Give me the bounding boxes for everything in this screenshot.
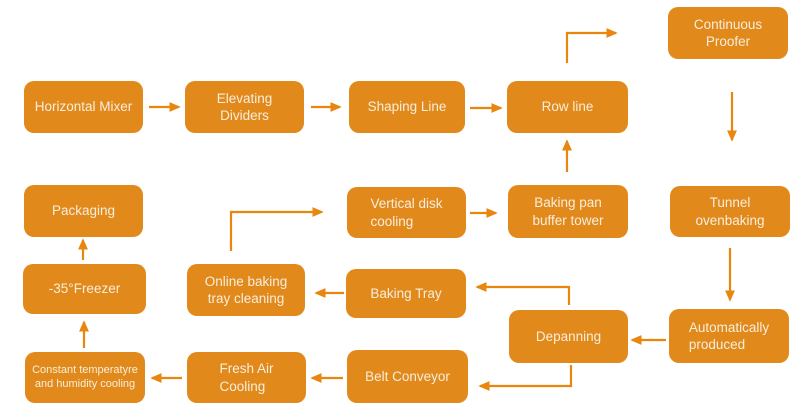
- arrow-online-baking-tray-cleaning-to-vertical-disk-cooling: [229, 206, 324, 251]
- flow-node-label: Packaging: [51, 203, 116, 219]
- flow-node-belt-conveyor: Belt Conveyor: [347, 350, 468, 403]
- flow-node-label: Belt Conveyor: [365, 368, 450, 384]
- flow-node-row-line: Row line: [507, 81, 628, 133]
- arrow-depanning-to-belt-conveyor: [478, 365, 573, 392]
- flow-node-label: Shaping Line: [367, 99, 447, 115]
- flow-node-shaping-line: Shaping Line: [349, 81, 465, 133]
- flow-node-depanning: Depanning: [509, 310, 628, 363]
- flow-node-label: Horizontal Mixer: [34, 99, 133, 115]
- flow-node-horizontal-mixer: Horizontal Mixer: [24, 81, 143, 133]
- arrow-depanning-to-baking-tray: [475, 281, 571, 305]
- flow-node-packaging: Packaging: [24, 185, 143, 237]
- flow-node-label: Row line: [541, 99, 594, 115]
- flow-node-minus-35-freezer: -35°Freezer: [23, 264, 146, 314]
- flow-node-elevating-dividers: Elevating Dividers: [185, 81, 304, 133]
- flow-node-label: -35°Freezer: [48, 281, 121, 297]
- flow-node-baking-tray: Baking Tray: [346, 269, 466, 318]
- arrow-row-line-to-continuous-proofer: [565, 27, 618, 63]
- flow-node-label: Depanning: [535, 328, 602, 344]
- flow-node-label: Baking Tray: [370, 285, 442, 301]
- flow-node-label: Elevating Dividers: [216, 90, 273, 123]
